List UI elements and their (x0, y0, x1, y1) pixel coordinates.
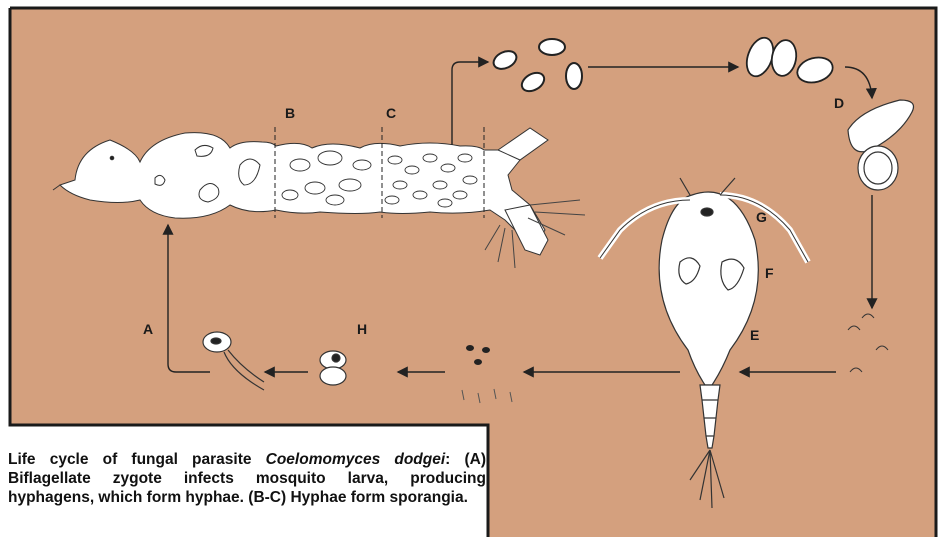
label-f: F (765, 265, 774, 281)
label-g: G (756, 209, 767, 225)
label-a: A (143, 321, 153, 337)
label-e: E (750, 327, 759, 343)
caption-lead: Life cycle of fungal parasite (8, 451, 266, 468)
figure-caption: Life cycle of fungal parasite Coelomomyc… (8, 450, 486, 507)
label-c: C (386, 105, 396, 121)
label-h: H (357, 321, 367, 337)
label-b: B (285, 105, 295, 121)
label-d: D (834, 95, 844, 111)
caption-species: Coelomomyces dodgei (266, 451, 446, 468)
